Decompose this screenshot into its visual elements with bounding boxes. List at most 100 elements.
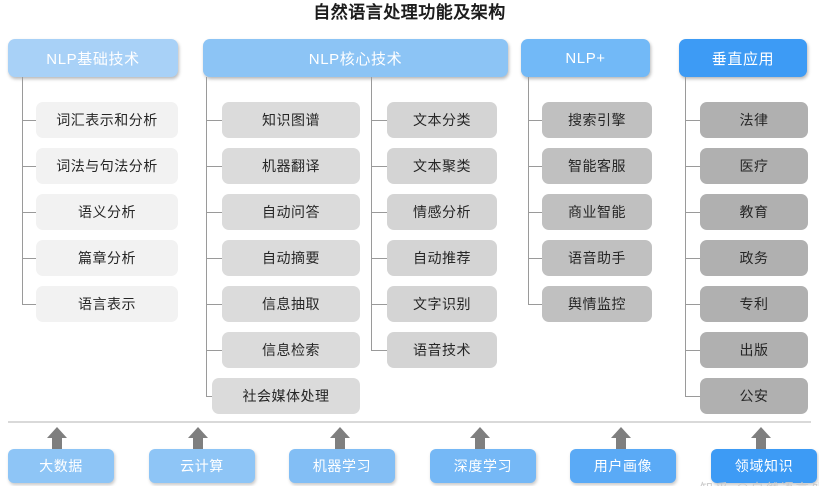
branch-line [206,304,222,305]
node-label: 出版 [739,342,769,358]
node-label: 社会媒体处理 [242,388,330,404]
trunk-line-col4 [685,77,686,396]
branch-line [528,304,542,305]
node-label: 文本聚类 [413,158,471,174]
branch-line [22,166,36,167]
node-nlp-core-right-5[interactable]: 语音技术 [387,332,497,368]
trunk-line-col1 [22,77,23,304]
node-vertical-apps-6[interactable]: 公安 [700,378,808,414]
node-nlp-core-left-1[interactable]: 机器翻译 [222,148,360,184]
node-nlp-basic-1[interactable]: 词法与句法分析 [36,148,178,184]
node-nlp-basic-3[interactable]: 篇章分析 [36,240,178,276]
column-header-nlp-plus[interactable]: NLP+ [521,39,650,77]
branch-line [22,212,36,213]
foundation-label: 机器学习 [312,458,372,474]
branch-line [371,258,387,259]
node-vertical-apps-3[interactable]: 政务 [700,240,808,276]
node-label: 信息检索 [262,342,320,358]
node-nlp-core-right-3[interactable]: 自动推荐 [387,240,497,276]
node-nlp-basic-2[interactable]: 语义分析 [36,194,178,230]
trunk-line-col2-right [371,77,372,350]
column-header-nlp-core[interactable]: NLP核心技术 [203,39,508,77]
node-nlp-basic-4[interactable]: 语言表示 [36,286,178,322]
node-nlp-core-left-2[interactable]: 自动问答 [222,194,360,230]
branch-line [685,120,700,121]
node-nlp-plus-1[interactable]: 智能客服 [542,148,652,184]
up-arrow-icon [468,427,492,449]
foundation-item-3[interactable]: 深度学习 [430,449,536,483]
node-nlp-plus-0[interactable]: 搜索引擎 [542,102,652,138]
column-header-label: NLP基础技术 [46,50,140,68]
node-label: 教育 [739,204,769,220]
node-label: 语音助手 [568,250,626,266]
foundation-label: 深度学习 [453,458,513,474]
node-label: 专利 [739,296,769,312]
node-vertical-apps-0[interactable]: 法律 [700,102,808,138]
node-label: 词法与句法分析 [56,158,158,174]
node-label: 公安 [739,388,769,404]
node-label: 自动问答 [262,204,320,220]
branch-line [206,258,222,259]
node-nlp-plus-4[interactable]: 舆情监控 [542,286,652,322]
branch-line [206,350,222,351]
node-vertical-apps-1[interactable]: 医疗 [700,148,808,184]
node-nlp-plus-3[interactable]: 语音助手 [542,240,652,276]
node-nlp-core-right-1[interactable]: 文本聚类 [387,148,497,184]
trunk-line-col2-left [206,77,207,396]
node-label: 文本分类 [413,112,471,128]
foundation-item-2[interactable]: 机器学习 [289,449,395,483]
node-label: 语音技术 [413,342,471,358]
column-header-label: NLP核心技术 [308,50,403,68]
up-arrow-icon [609,427,633,449]
node-nlp-core-right-0[interactable]: 文本分类 [387,102,497,138]
branch-line [371,166,387,167]
node-label: 舆情监控 [568,296,626,312]
node-nlp-core-left-5[interactable]: 信息检索 [222,332,360,368]
node-label: 文字识别 [413,296,471,312]
node-label: 自动推荐 [413,250,471,266]
node-label: 信息抽取 [262,296,320,312]
foundation-item-5[interactable]: 领域知识 [711,449,817,483]
node-nlp-core-left-6[interactable]: 社会媒体处理 [212,378,360,414]
node-label: 智能客服 [568,158,626,174]
node-label: 词汇表示和分析 [56,112,158,128]
branch-line [22,258,36,259]
column-header-vertical-apps[interactable]: 垂直应用 [679,39,807,77]
branch-line [22,120,36,121]
node-vertical-apps-5[interactable]: 出版 [700,332,808,368]
foundation-label: 领域知识 [734,458,794,474]
node-nlp-core-right-4[interactable]: 文字识别 [387,286,497,322]
node-nlp-core-left-3[interactable]: 自动摘要 [222,240,360,276]
branch-line [528,258,542,259]
branch-line [528,120,542,121]
node-nlp-core-right-2[interactable]: 情感分析 [387,194,497,230]
up-arrow-icon [45,427,69,449]
column-header-nlp-basic[interactable]: NLP基础技术 [8,39,178,77]
node-label: 情感分析 [413,204,471,220]
foundation-item-4[interactable]: 用户画像 [570,449,676,483]
up-arrow-icon [186,427,210,449]
node-label: 知识图谱 [262,112,320,128]
node-vertical-apps-2[interactable]: 教育 [700,194,808,230]
trunk-line-col3 [528,77,529,304]
up-arrow-icon [749,427,773,449]
foundation-item-1[interactable]: 云计算 [149,449,255,483]
branch-line [685,212,700,213]
column-header-label: 垂直应用 [711,50,775,68]
foundation-item-0[interactable]: 大数据 [8,449,114,483]
node-nlp-core-left-4[interactable]: 信息抽取 [222,286,360,322]
branch-line [371,350,387,351]
branch-line [685,396,700,397]
foundation-label: 大数据 [39,458,83,474]
branch-line [685,304,700,305]
branch-line [371,212,387,213]
foundation-label: 用户画像 [593,458,653,474]
node-nlp-core-left-0[interactable]: 知识图谱 [222,102,360,138]
page-title: 自然语言处理功能及架构 [313,3,506,22]
branch-line [528,166,542,167]
node-nlp-basic-0[interactable]: 词汇表示和分析 [36,102,178,138]
node-label: 商业智能 [568,204,626,220]
node-vertical-apps-4[interactable]: 专利 [700,286,808,322]
node-nlp-plus-2[interactable]: 商业智能 [542,194,652,230]
